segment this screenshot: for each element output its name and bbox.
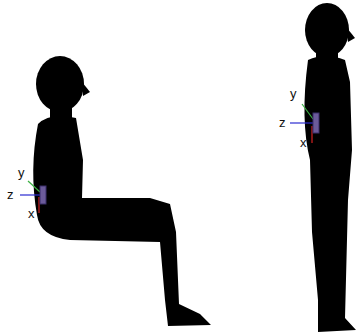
axis-label: z [7,187,14,202]
axis-label: x [300,135,307,150]
axis-label: z [279,115,286,130]
axis-label: y [290,86,297,101]
axis-label: x [28,206,35,221]
standing-silhouette [304,3,356,332]
seated-silhouette [33,56,211,326]
axis-label: y [18,165,25,180]
